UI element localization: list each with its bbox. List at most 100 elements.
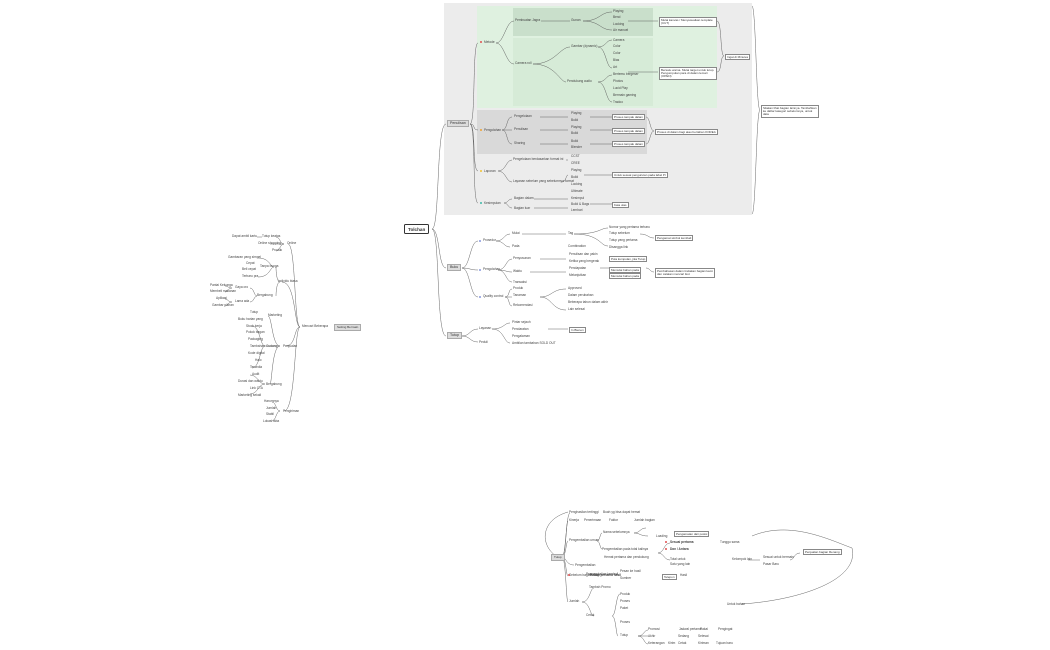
b3-leaf-1[interactable]: Tanaman xyxy=(513,293,527,297)
lap-2[interactable]: Layanan sebelum yang sebelumnya format xyxy=(513,179,574,183)
left-a2-leaf-1[interactable]: Pantai Keluarga xyxy=(210,283,233,287)
left-c-6[interactable]: Tersedia xyxy=(250,365,263,369)
left-a-3[interactable]: Terbaru pra xyxy=(242,274,259,278)
kes-leaf-0[interactable]: Kesimpul xyxy=(571,196,585,200)
bottom-lowline-4[interactable]: Selesai xyxy=(698,634,709,638)
note-3[interactable]: Ingat di Minutes xyxy=(725,54,751,61)
group-buku[interactable]: Buku xyxy=(447,264,462,272)
gray-item-2[interactable]: Sharing xyxy=(514,141,525,145)
node-pendukung[interactable]: Pendukung audio xyxy=(567,79,592,83)
gray-note-0[interactable]: Proses tampak dalam xyxy=(612,114,646,121)
gray-item-1[interactable]: Penulisan xyxy=(514,127,528,131)
leaf-n2-2[interactable]: Color xyxy=(613,51,621,55)
bottom-item-5[interactable]: Jumlah xyxy=(569,599,580,603)
bottom-notesB-2[interactable]: Satu yang lain xyxy=(670,562,691,566)
gray-side-note[interactable]: Proses di dalam bagi atau bertahan KOREA xyxy=(655,129,718,136)
bottom-lowline-2[interactable]: Pengingat xyxy=(718,627,733,631)
far-note[interactable]: Silakan lihat bagian lainnya. Tambahkan … xyxy=(761,105,819,118)
left-c-7[interactable]: Audit xyxy=(252,372,260,376)
bottom-mid-1[interactable]: Pengembalian pada total kalinya xyxy=(602,547,649,551)
left-c-10[interactable]: Marketing sekali xyxy=(238,393,262,397)
bottom-low-6[interactable]: Proses xyxy=(620,599,630,603)
root-node[interactable]: Tolchan xyxy=(404,224,430,234)
bottom-r1-0[interactable]: Buah yg bisa dapat hemat xyxy=(603,510,641,514)
gray-note-2[interactable]: Proses tampak dalam xyxy=(612,141,646,148)
lap-note[interactable]: Untuk sesuai pengurutan pada label Pr xyxy=(612,172,668,179)
node-prosedur[interactable]: Prosedur xyxy=(483,238,496,242)
kes-2[interactable]: Bagian luar xyxy=(514,206,531,210)
left-a2-leaf-4[interactable]: Lama ada xyxy=(235,299,250,303)
left-a-1[interactable]: Cepat xyxy=(246,261,255,265)
bottom-lowline-5[interactable]: Cetak xyxy=(678,641,687,645)
node-quality-control[interactable]: Quality control xyxy=(483,294,504,298)
lap-1[interactable]: Pengelolaan berdasarkan format ini xyxy=(513,157,564,161)
left-top-2[interactable]: Online shopping xyxy=(258,241,282,245)
left-c-5[interactable]: Halo xyxy=(255,358,262,362)
node-pengolahan[interactable]: Pengolahan xyxy=(484,128,502,132)
leaf-n2-9[interactable]: Tradoo xyxy=(613,100,623,104)
left-e[interactable]: Pengiriman xyxy=(283,409,300,413)
leaf-n2-8[interactable]: Bermain gaming xyxy=(613,93,637,97)
bottom-note-2[interactable]: Dan / Antara xyxy=(670,547,689,551)
b2-c[interactable]: Transaksi xyxy=(513,280,527,284)
bottom-low-4[interactable]: Tambah Promo xyxy=(589,585,611,589)
t-leaf-2[interactable]: Pengalaman xyxy=(512,334,530,338)
bottom-r1-2[interactable]: Faktor xyxy=(609,518,619,522)
leaf-n2-0[interactable]: Camera xyxy=(613,38,625,42)
leaf-n1-0[interactable]: Playing xyxy=(613,9,624,13)
bottom-notesB-1[interactable]: Total untuk xyxy=(670,557,686,561)
left-b-group[interactable]: Gudang xyxy=(266,344,278,348)
b2-note-0[interactable]: Pola kumpulan, jika Tutup xyxy=(609,256,648,263)
left-e-leaf-1[interactable]: Jumlah xyxy=(266,406,277,410)
kes-note[interactable]: Kata ulas xyxy=(612,202,629,209)
b3-leaf-2[interactable]: Rekomendasi xyxy=(513,303,533,307)
bottom-lowline-3[interactable]: Sedang xyxy=(678,634,689,638)
tag-leaf-0[interactable]: Nomor yang pertama terbaru xyxy=(609,225,650,229)
leaf-n1-3[interactable]: Air manuel xyxy=(613,28,629,32)
bottom-far-right[interactable]: Penjualan bagian Renang xyxy=(803,549,842,556)
t-leaf-0[interactable]: Pintar sejauh xyxy=(512,320,531,324)
bottom-item-1[interactable]: Kinerja xyxy=(569,518,579,522)
node-peduli[interactable]: Peduli xyxy=(479,340,488,344)
b2-b[interactable]: Waktu xyxy=(513,269,522,273)
b2-leaf-1[interactable]: Ketika yang bergerak xyxy=(569,259,600,263)
left-tag[interactable]: Setting Bermain xyxy=(334,324,362,332)
lap-leaf-2[interactable]: Playing xyxy=(571,168,582,172)
gray-leaf-2[interactable]: Playing xyxy=(571,125,582,129)
b2-leaf-3[interactable]: Melanjutkan xyxy=(569,273,587,277)
left-a2-group[interactable]: Bergabung xyxy=(257,293,273,297)
lap-leaf-0[interactable]: CCST xyxy=(571,154,580,158)
b2-side-note[interactable]: Pembahasan dalam tindakan bagian kami da… xyxy=(655,268,715,278)
bottom-item-2[interactable]: Pengembalian umum xyxy=(569,538,600,542)
b2-note-1[interactable]: Memulai bahan pada xyxy=(609,267,642,274)
node-kesimpulan[interactable]: Kesimpulan xyxy=(484,201,501,205)
bottom-low2-2[interactable]: Promosi xyxy=(648,627,660,631)
gray-note-1[interactable]: Proses tampak dalam xyxy=(612,128,646,135)
b2-note-2[interactable]: Memulai bahan pada xyxy=(609,273,642,280)
left-c-3[interactable]: Tambahan xyxy=(250,344,265,348)
bottom-low2-1[interactable]: Tutup xyxy=(620,633,629,637)
left-a2-leaf-3[interactable]: Aplikasi xyxy=(216,296,227,300)
bottom-low-7[interactable]: Paket xyxy=(620,606,629,610)
left-a2-leaf-5[interactable]: Gambar pikiran xyxy=(212,303,234,307)
left-c-1[interactable]: Pokok bagan xyxy=(246,330,265,334)
b3-right-2[interactable]: Beberapa tahun dalam akhir xyxy=(568,300,609,304)
bottom-item-0[interactable]: Penghasilan tertinggi xyxy=(569,510,599,514)
note-1[interactable]: Mulai kanvas / Menyesuaikan template (CU… xyxy=(659,17,717,27)
left-b-leaf-1[interactable]: Buku harian yang xyxy=(238,317,263,321)
bottom-low-3[interactable]: Hasil xyxy=(680,573,688,577)
left-d[interactable]: Penjualan xyxy=(283,344,298,348)
left-c-9[interactable]: Link CTA xyxy=(250,386,263,390)
t-note[interactable]: In Bienen xyxy=(569,327,586,334)
left-top-4[interactable]: Online xyxy=(287,241,297,245)
node-laporan[interactable]: Laporan xyxy=(484,169,496,173)
bottom-item-4[interactable]: Sebelum bagian akhir xyxy=(569,573,600,577)
node-camera[interactable]: Camera roll xyxy=(515,61,532,65)
bottom-notesB-0[interactable]: Tunggu sama xyxy=(720,540,740,544)
b3-right-0[interactable]: Approved xyxy=(568,286,582,290)
left-d2[interactable]: Bergabung xyxy=(266,382,282,386)
left-a2[interactable]: Tanpa bunga xyxy=(260,264,279,268)
left-e-leaf-2[interactable]: Stabil xyxy=(266,412,274,416)
bottom-r1-1[interactable]: Penerimaan xyxy=(584,518,602,522)
